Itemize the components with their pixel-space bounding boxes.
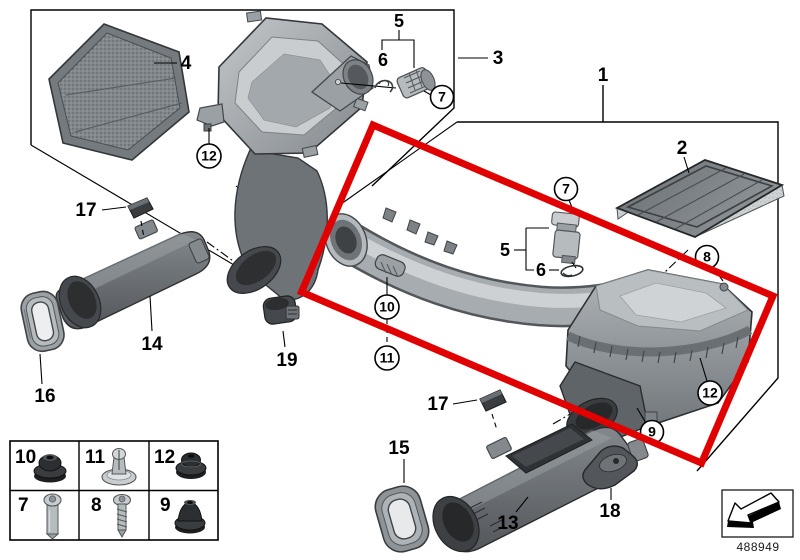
diagram-number: 488949 — [736, 540, 779, 554]
callout-18[interactable]: 18 — [599, 501, 620, 522]
svg-text:12: 12 — [702, 385, 718, 401]
part-14-air-duct — [55, 219, 211, 330]
rubber-grommet-icon — [175, 452, 207, 479]
part-3-intake-housing — [196, 10, 397, 301]
callout-1[interactable]: 1 — [598, 65, 609, 86]
callout-17-bottom[interactable]: 17 — [427, 394, 448, 415]
part-18-cover-scoop — [582, 445, 638, 490]
svg-text:10: 10 — [379, 299, 395, 315]
maf-sensor-top — [374, 67, 436, 99]
ball-pin-icon — [101, 448, 137, 486]
callout-16[interactable]: 16 — [34, 386, 55, 407]
self-tapping-screw-icon — [112, 493, 132, 539]
part-2-filter-element — [614, 159, 785, 238]
callout-15[interactable]: 15 — [388, 438, 410, 459]
part-15-holder-ring — [374, 485, 430, 553]
table-num-7[interactable]: 7 — [18, 495, 29, 516]
part-17-pad-left — [127, 197, 154, 219]
svg-text:12: 12 — [201, 148, 217, 164]
circled-callout-7-mid[interactable]: 7 — [553, 176, 579, 202]
selection-highlight-box — [296, 120, 778, 468]
callout-4[interactable]: 4 — [181, 53, 192, 74]
torx-screw-icon — [43, 493, 62, 540]
part-16-holder-ring — [20, 290, 65, 353]
direction-arrow-icon — [727, 492, 781, 528]
table-num-9[interactable]: 9 — [160, 495, 171, 516]
callout-2[interactable]: 2 — [677, 138, 688, 159]
footer: 488949 — [721, 489, 794, 554]
rubber-mount-icon — [33, 454, 67, 483]
maf-sensor-mid — [551, 211, 584, 278]
part-13-air-duct — [432, 423, 649, 553]
table-num-8[interactable]: 8 — [91, 495, 102, 516]
part-17-pad-bottom — [479, 389, 507, 412]
intake-tube — [324, 207, 659, 328]
part-4-filter-element — [48, 23, 190, 161]
callout-3[interactable]: 3 — [493, 48, 504, 69]
callout-5-mid[interactable]: 5 — [500, 240, 510, 260]
table-num-11[interactable]: 11 — [85, 447, 106, 468]
callout-6-top[interactable]: 6 — [378, 50, 388, 70]
callout-19[interactable]: 19 — [276, 350, 297, 371]
circled-callout-10[interactable]: 10 — [374, 294, 400, 320]
table-num-10[interactable]: 10 — [15, 447, 36, 468]
svg-text:11: 11 — [380, 350, 395, 366]
circled-callout-12-right[interactable]: 12 — [697, 380, 723, 406]
circled-callout-11[interactable]: 11 — [374, 345, 400, 371]
circled-callout-12-left[interactable]: 12 — [196, 143, 222, 169]
callout-17-left[interactable]: 17 — [75, 200, 96, 221]
group-frame-1 — [333, 85, 779, 472]
circled-callout-7-top[interactable]: 7 — [429, 84, 455, 110]
callout-13[interactable]: 13 — [497, 513, 518, 534]
hardware-table: 10 11 12 7 8 9 — [9, 440, 219, 541]
callout-6-mid[interactable]: 6 — [536, 260, 546, 280]
svg-text:7: 7 — [438, 89, 446, 105]
part-19-rubber-mount — [262, 295, 300, 325]
svg-text:8: 8 — [703, 249, 711, 265]
callout-14[interactable]: 14 — [141, 334, 163, 355]
rubber-mount-tall-icon — [174, 499, 206, 534]
svg-text:9: 9 — [648, 424, 656, 440]
svg-text:7: 7 — [562, 181, 570, 197]
table-num-12[interactable]: 12 — [154, 447, 175, 468]
callout-5-top[interactable]: 5 — [394, 11, 404, 31]
part-1-air-cleaner-housing — [559, 269, 753, 444]
